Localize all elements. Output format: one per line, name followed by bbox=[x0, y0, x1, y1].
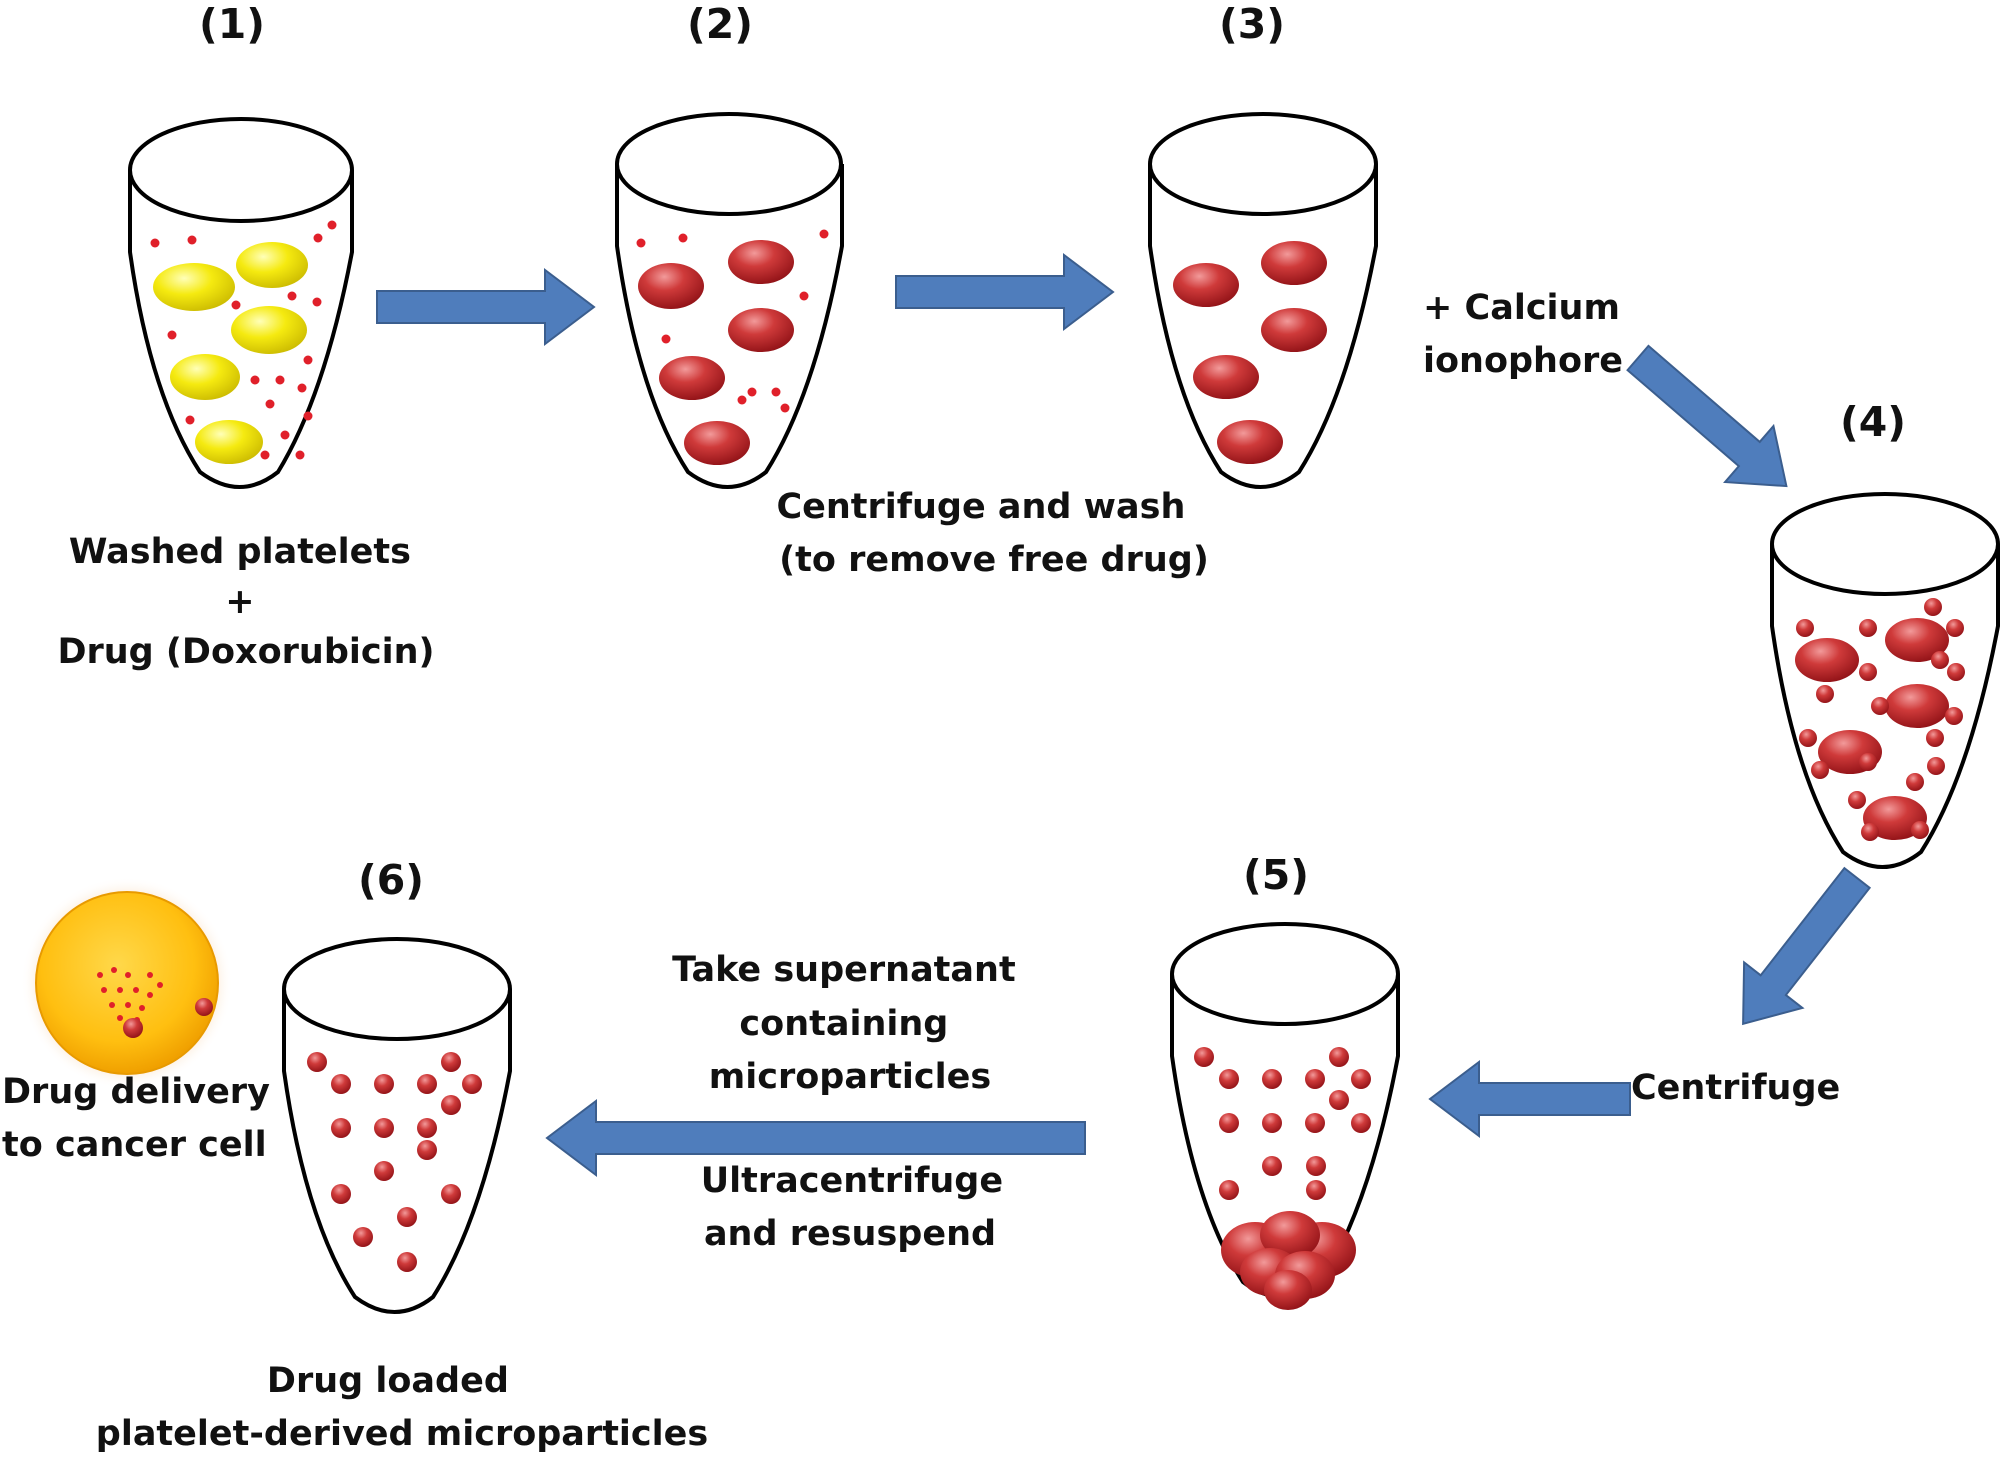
arrow-5-to-6 bbox=[545, 1098, 1086, 1178]
tube-3-contents bbox=[1173, 241, 1327, 464]
tube-2-contents bbox=[636, 229, 829, 465]
step-1-caption: Washed platelets + Drug (Doxorubicin) bbox=[57, 532, 434, 672]
step-4-number: (4) bbox=[1840, 398, 1906, 446]
step-5-number: (5) bbox=[1243, 851, 1309, 899]
centrifuge-caption: Centrifuge bbox=[1631, 1068, 1840, 1108]
calcium-ionophore-caption: + Calcium ionophore bbox=[1423, 288, 1632, 381]
step-1-number: (1) bbox=[199, 0, 265, 48]
ultracentrifuge-caption: Ultracentrifuge and resuspend bbox=[701, 1161, 1016, 1254]
step-2-number: (2) bbox=[687, 0, 753, 48]
tube-6 bbox=[282, 937, 512, 1314]
cancer-cell bbox=[21, 877, 233, 1089]
drug-delivery-caption: Drug delivery to cancer cell bbox=[2, 1072, 282, 1165]
arrow-2-to-3 bbox=[895, 252, 1115, 332]
tube-6-contents bbox=[307, 1052, 482, 1272]
pellet bbox=[1221, 1211, 1356, 1310]
tube-4-contents bbox=[1795, 598, 1965, 841]
supernatant-caption: Take supernatant containing microparticl… bbox=[672, 950, 1028, 1097]
arrow-5-to-6-short bbox=[1428, 1059, 1631, 1139]
tube-5-contents bbox=[1194, 1047, 1371, 1310]
tube-1-contents bbox=[150, 220, 337, 464]
arrow-4-to-5 bbox=[1742, 866, 1872, 1026]
wash-caption: Centrifuge and wash (to remove free drug… bbox=[776, 487, 1208, 580]
step-3-number: (3) bbox=[1219, 0, 1285, 48]
step-6-caption: Drug loaded platelet-derived micropartic… bbox=[96, 1361, 708, 1454]
step-6-number: (6) bbox=[358, 856, 424, 904]
arrow-1-to-2 bbox=[376, 267, 596, 347]
arrow-3-to-4 bbox=[1626, 344, 1788, 488]
